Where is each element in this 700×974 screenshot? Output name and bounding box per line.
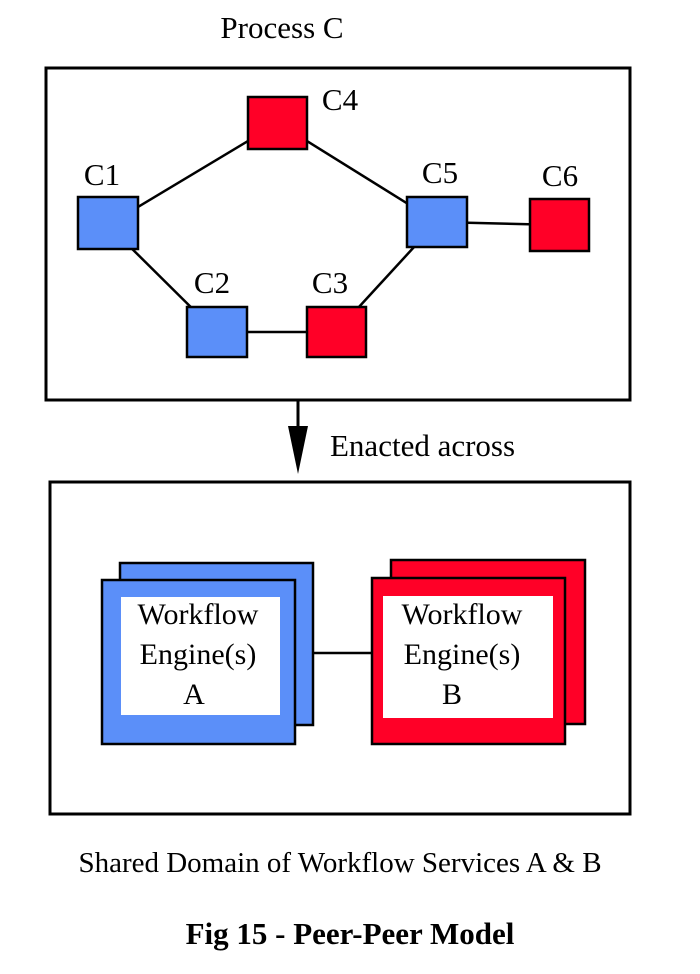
shared-domain-frame xyxy=(48,480,632,816)
node-c5: C5 xyxy=(405,155,469,249)
node-c5-box xyxy=(405,195,469,249)
workflow-engine-a: Workflow Engine(s) A xyxy=(100,561,315,746)
node-c2-box xyxy=(185,305,249,359)
engine-a-line1: Workflow xyxy=(138,598,259,631)
engine-a-line3: A xyxy=(183,678,205,711)
node-c4-box xyxy=(246,95,309,151)
figure-caption: Fig 15 - Peer-Peer Model xyxy=(186,916,515,951)
process-title: Process C xyxy=(220,10,343,45)
node-c3-box xyxy=(305,305,368,359)
node-c1-label: C1 xyxy=(84,157,120,192)
node-c4-label: C4 xyxy=(322,82,359,117)
node-c1: C1 xyxy=(76,157,140,251)
node-c5-label: C5 xyxy=(422,155,458,190)
engine-b-line3: B xyxy=(442,678,462,711)
node-c3: C3 xyxy=(305,265,368,359)
process-frame xyxy=(44,66,632,402)
node-c6: C6 xyxy=(528,158,591,253)
engine-b-label-panel xyxy=(383,596,553,718)
engine-b-line2: Engine(s) xyxy=(404,638,521,671)
process-edges xyxy=(107,121,561,334)
node-c2: C2 xyxy=(185,265,249,359)
node-c1-box xyxy=(76,195,140,251)
domain-label: Shared Domain of Workflow Services A & B xyxy=(78,847,601,879)
enacted-arrow xyxy=(288,400,308,474)
arrow-label: Enacted across xyxy=(330,428,515,463)
workflow-engine-b: Workflow Engine(s) B xyxy=(370,558,587,746)
node-c2-label: C2 xyxy=(194,265,230,300)
node-c6-label: C6 xyxy=(542,158,578,193)
engine-a-line2: Engine(s) xyxy=(140,638,257,671)
engine-b-line1: Workflow xyxy=(402,598,523,631)
node-c4: C4 xyxy=(246,82,359,151)
engine-a-label-panel xyxy=(121,597,280,715)
node-c6-box xyxy=(528,197,591,253)
node-c3-label: C3 xyxy=(312,265,348,300)
arrow-head xyxy=(288,426,308,474)
